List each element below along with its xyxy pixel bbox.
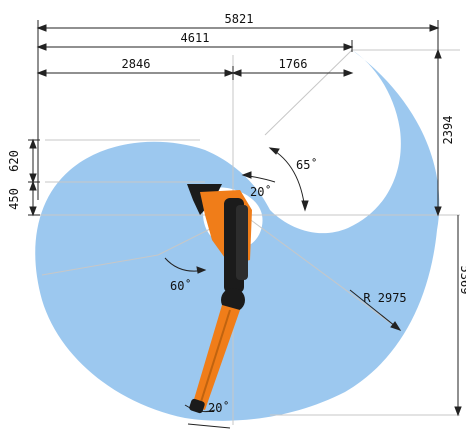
angle-upper-right: 65˚ (296, 157, 318, 172)
angle-left: 60˚ (170, 278, 192, 293)
dimension-lines (28, 20, 462, 429)
dim-right-reach: 1766 (279, 57, 308, 71)
dim-radius: R 2975 (363, 291, 406, 305)
dim-total-width: 5821 (225, 12, 254, 26)
dim-full-height: 5369 (458, 266, 466, 295)
wrist-icon (189, 398, 205, 414)
dim-upper-height: 2394 (441, 116, 455, 145)
dim-left-reach: 2846 (122, 57, 151, 71)
dim-reach-width: 4611 (181, 31, 210, 45)
robot-arm-icon (187, 184, 252, 414)
dim-offset-upper: 620 (7, 150, 21, 172)
angle-center: 20˚ (250, 184, 272, 199)
angle-bottom: 20˚ (208, 400, 230, 415)
elbow-joint-icon (221, 288, 245, 312)
arm-link-icon (236, 205, 248, 280)
dim-offset-lower: 450 (7, 188, 21, 210)
